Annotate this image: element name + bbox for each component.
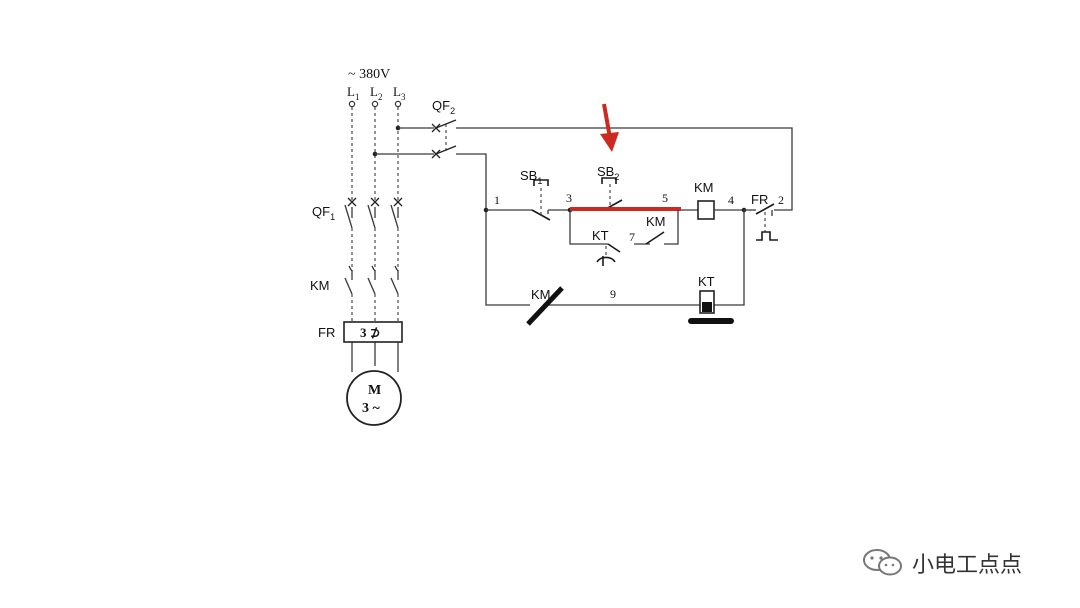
km-nc-contact xyxy=(526,286,564,326)
motor-symbol xyxy=(346,370,402,426)
phase-terminals xyxy=(348,100,402,108)
node-2-label: 2 xyxy=(778,193,784,207)
power-phase-lines xyxy=(344,107,399,372)
sb2-start-button xyxy=(601,177,623,211)
fr-overload-mark: 3 ⊅ xyxy=(360,325,381,340)
control-taps xyxy=(372,125,434,157)
feed-wire xyxy=(456,153,530,306)
km-nc-label: KM xyxy=(531,287,551,302)
km-power-label: KM xyxy=(310,278,330,293)
km-main-contact-hooks xyxy=(348,265,399,272)
kt-delay-contact xyxy=(596,243,621,266)
motor-phase-label: 3 ~ xyxy=(362,401,381,416)
watermark-text: 小电工点点 xyxy=(912,553,1023,578)
return-wire xyxy=(456,127,793,211)
phase-labels: L1 L2 L3 xyxy=(347,84,406,102)
kt-coil-label: KT xyxy=(698,274,715,289)
km-aux-label: KM xyxy=(646,214,666,229)
km-aux-contact xyxy=(645,231,665,245)
sb2-label: SB2 xyxy=(597,164,619,182)
km-coil-label: KM xyxy=(694,180,714,195)
fr-nc-contact xyxy=(744,203,778,241)
wechat-icon xyxy=(863,549,902,576)
motor-label: M xyxy=(368,383,381,398)
qf1-breaker-marks xyxy=(347,197,403,207)
qf1-label: QF1 xyxy=(312,204,335,222)
node-3-label: 3 xyxy=(566,191,572,205)
kt-contact-label: KT xyxy=(592,228,609,243)
qf2-label: QF2 xyxy=(432,98,455,116)
phase-label-l3: L3 xyxy=(393,84,406,102)
sb1-stop-button xyxy=(531,179,551,221)
phase-label-l1: L1 xyxy=(347,84,359,102)
node-9-label: 9 xyxy=(610,287,616,301)
km-coil xyxy=(697,200,715,220)
node-5-label: 5 xyxy=(662,191,668,205)
watermark: 小电工点点 xyxy=(862,548,1022,578)
fr-power-label: FR xyxy=(318,325,335,340)
node-4-label: 4 xyxy=(728,193,734,207)
fr-overload-element xyxy=(343,321,403,343)
qf2-breaker xyxy=(431,119,457,159)
node-1-label: 1 xyxy=(494,193,500,207)
phase-label-l2: L2 xyxy=(370,84,382,102)
fr-contact-label: FR xyxy=(751,192,768,207)
sb1-label: SB1 xyxy=(520,168,542,186)
node-7-label: 7 xyxy=(629,230,635,244)
highlight-arrow xyxy=(600,103,619,152)
kt-timer-coil xyxy=(688,290,734,324)
supply-voltage-label: ~ 380V xyxy=(348,67,390,82)
